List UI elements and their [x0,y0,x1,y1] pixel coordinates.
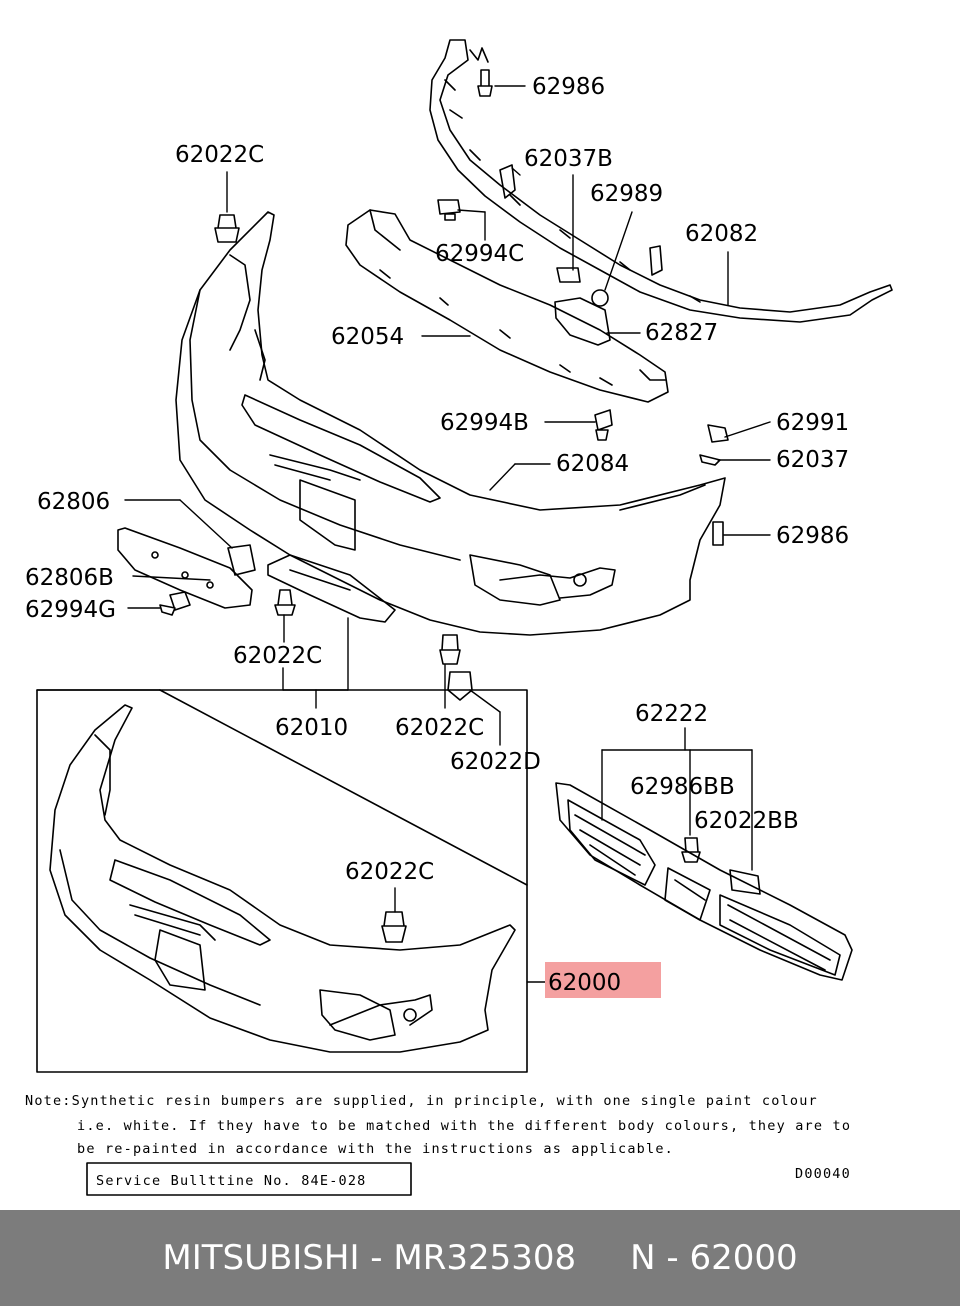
fasteners-drawing [159,69,761,943]
upper-bracket-drawing [429,39,893,323]
side-bracket-drawing [117,527,256,609]
diagram-code: D00040 [795,1166,851,1182]
label-62022d: 62022D [450,749,541,775]
service-bulletin-frame [86,1162,412,1196]
label-62994g: 62994G [25,597,116,623]
assembly-frame [36,689,528,1073]
parts-diagram: 62986 62022C 62037B 62989 62082 62994C 6… [25,39,893,1196]
label-62082: 62082 [685,221,758,247]
label-62986-mid: 62986 [776,523,849,549]
service-bulletin-text: Service Bullttine No. 84E-028 [96,1173,367,1189]
label-62989: 62989 [590,181,663,207]
highlight-62000 [545,962,661,998]
grille-drawing [555,782,853,981]
label-62994c: 62994C [435,241,524,267]
spacer-pads-drawing [554,267,611,346]
front-bumper-drawing [175,211,726,636]
footer-bar: MITSUBISHI - MR325308 N - 62000 [0,1210,960,1306]
label-62010: 62010 [275,715,348,741]
note-line-2: i.e. white. If they have to be matched w… [77,1118,851,1134]
absorber-beam-drawing [345,209,669,403]
label-62054: 62054 [331,324,404,350]
label-62022c-low: 62022C [395,715,484,741]
bumper-assembly-drawing [49,704,516,1053]
label-62986bb: 62986BB [630,774,735,800]
label-62222: 62222 [635,701,708,727]
label-62806b: 62806B [25,565,114,591]
label-62022c-mid: 62022C [233,643,322,669]
label-62991: 62991 [776,410,849,436]
lower-plate-drawing [267,554,396,623]
label-62022c-box: 62022C [345,859,434,885]
label-62994b: 62994B [440,410,529,436]
label-62827: 62827 [645,320,718,346]
label-62806: 62806 [37,489,110,515]
label-62000: 62000 [548,970,621,996]
label-62037: 62037 [776,447,849,473]
label-62022c-top: 62022C [175,142,264,168]
label-62037b: 62037B [524,146,613,172]
note-line-3: be re-painted in accordance with the ins… [77,1141,674,1157]
label-62986-top: 62986 [532,74,605,100]
leader-lines [124,85,771,983]
label-62084: 62084 [556,451,629,477]
note-line-1: Note:Synthetic resin bumpers are supplie… [25,1093,818,1109]
footer-title: MITSUBISHI - MR325308 N - 62000 [162,1238,798,1278]
label-62022bb: 62022BB [694,808,799,834]
